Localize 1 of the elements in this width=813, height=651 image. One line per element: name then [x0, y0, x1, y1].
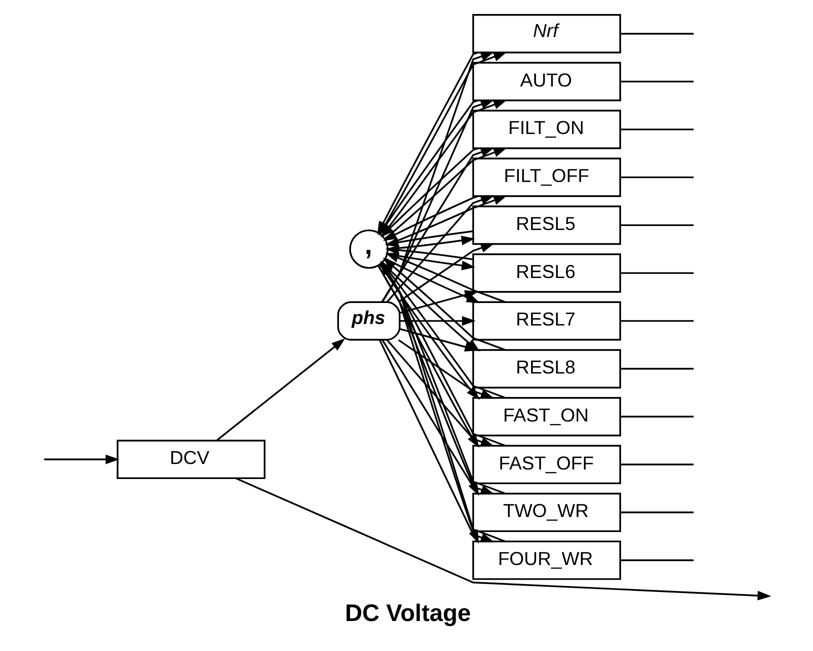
caption: DC Voltage — [344, 600, 471, 628]
